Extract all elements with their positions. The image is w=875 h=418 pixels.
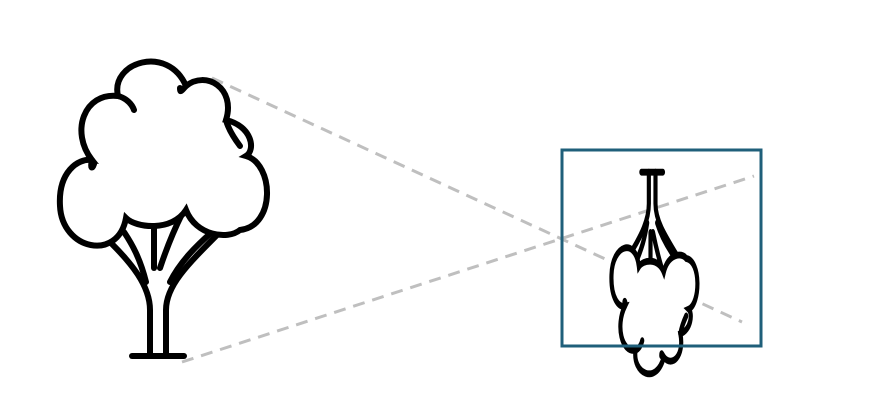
inverted-tree-icon: [611, 172, 697, 374]
ray-bottom-to-top: [181, 174, 755, 364]
tree-icon: [60, 62, 267, 356]
camera-box: [560, 148, 763, 348]
